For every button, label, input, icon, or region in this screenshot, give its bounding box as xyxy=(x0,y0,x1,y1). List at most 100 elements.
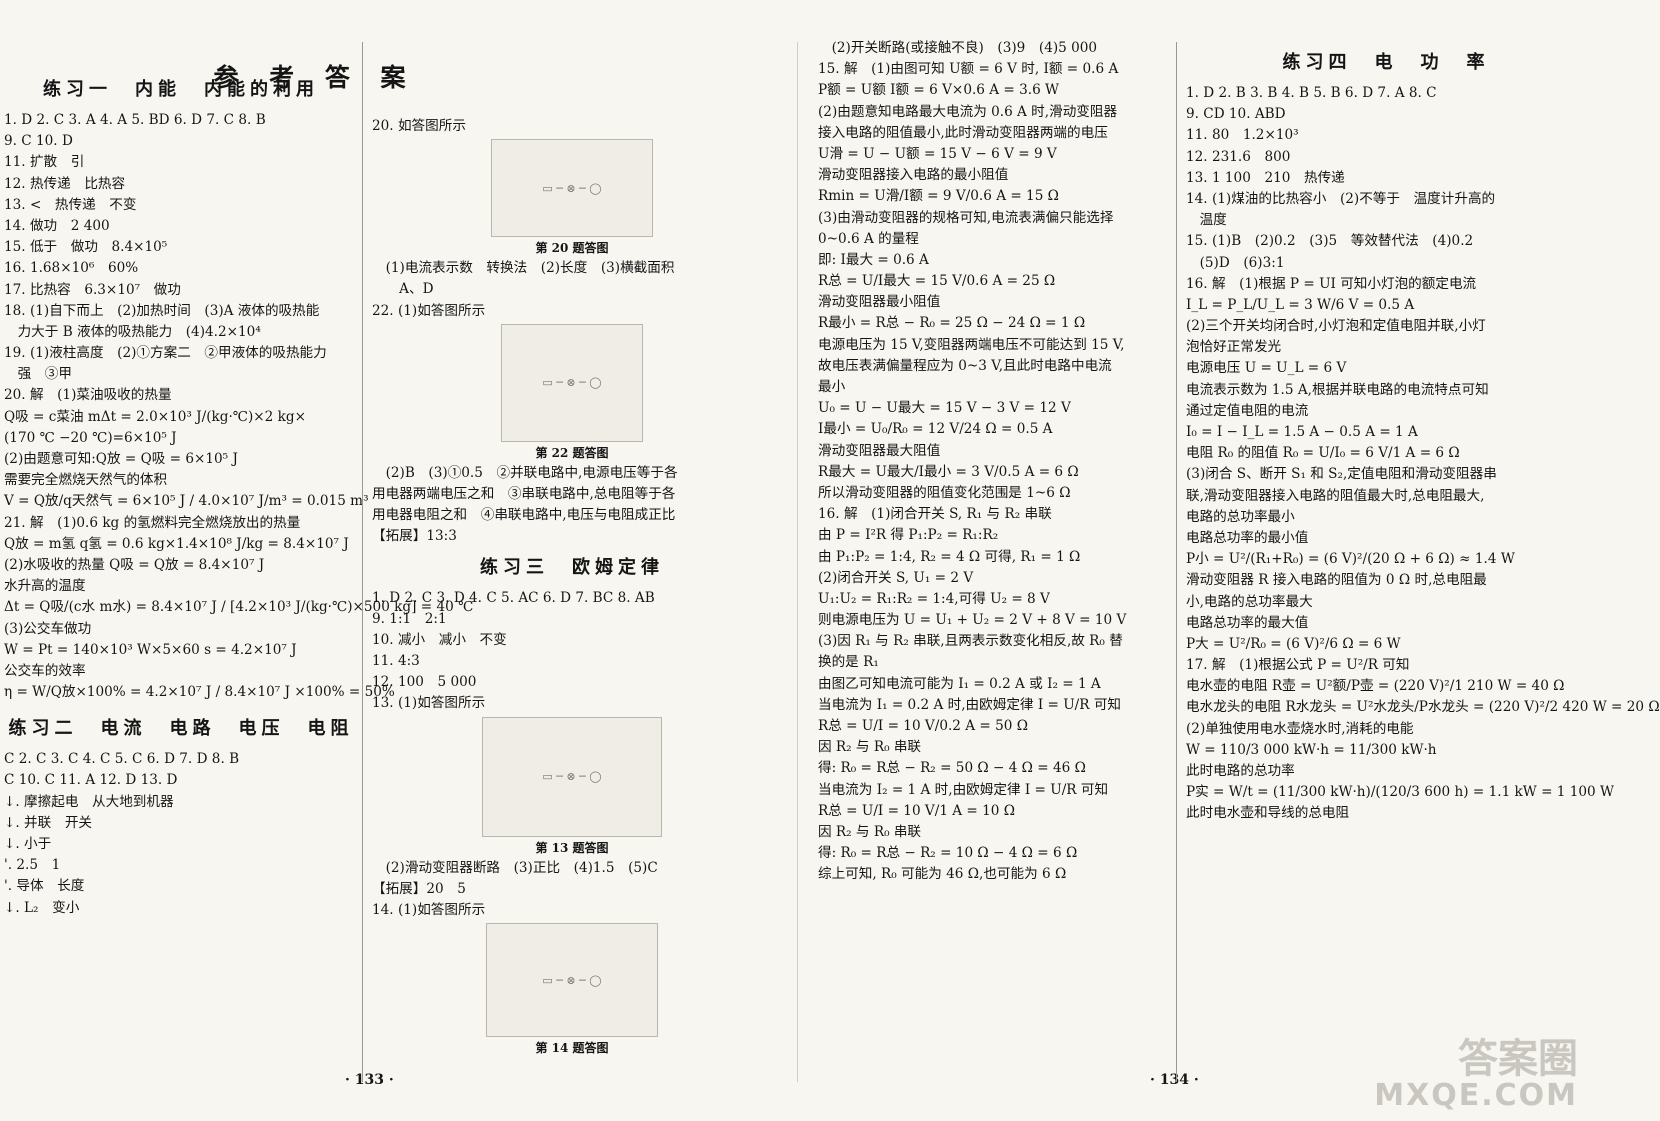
answer-line: 滑动变阻器最大阻值 xyxy=(818,442,941,459)
answer-line: 电阻 R₀ 的阻值 R₀ = U/I₀ = 6 V/1 A = 6 Ω xyxy=(1186,445,1460,462)
answer-line: (2)由题意知电路最大电流为 0.6 A 时,滑动变阻器 xyxy=(818,103,1118,120)
answer-line: 电水壶的电阻 R壶 = U²额/P壶 = (220 V)²/1 210 W = … xyxy=(1186,678,1565,695)
answer-line: (2)闭合开关 S, U₁ = 2 V xyxy=(818,569,974,586)
answer-line: 因 R₂ 与 R₀ 串联 xyxy=(818,823,922,840)
answer-line: 18. (1)自下而上 (2)加热时间 (3)A 液体的吸热能 xyxy=(4,302,320,319)
answer-line: (2)由题意可知:Q放 = Q吸 = 6×10⁵ J xyxy=(4,451,238,467)
answer-line: 14. (1)如答图所示 xyxy=(372,902,486,918)
answer-line: 12. 231.6 800 xyxy=(1186,148,1291,165)
column-divider xyxy=(1176,42,1177,1082)
figure-caption: 第 22 题答图 xyxy=(535,445,609,460)
column-1: 练习一 内能 内能的利用 1. D 2. C 3. A 4. A 5. BD 6… xyxy=(4,70,474,919)
answer-line: 15. 解 (1)由图可知 U额 = 6 V 时, I额 = 0.6 A xyxy=(818,61,1119,78)
answer-line: P额 = U额 I额 = 6 V×0.6 A = 3.6 W xyxy=(818,82,1060,99)
answer-line: (2)三个开关均闭合时,小灯泡和定值电阻并联,小灯 xyxy=(1186,318,1486,335)
answer-line: 由图乙可知电流可能为 I₁ = 0.2 A 或 I₂ = 1 A xyxy=(818,675,1101,692)
column-divider xyxy=(362,42,363,1082)
answer-line: 最小 xyxy=(818,379,846,395)
answer-line: 电源电压为 15 V,变阻器两端电压不可能达到 15 V, xyxy=(818,336,1125,353)
answer-line: 即: I最大 = 0.6 A xyxy=(818,251,929,268)
answer-line: U滑 = U − U额 = 15 V − 6 V = 9 V xyxy=(818,145,1057,162)
answer-line: 此时电路的总功率 xyxy=(1186,763,1295,779)
answer-line: 10. 减小 减小 不变 xyxy=(372,631,507,648)
answer-line: (1)电流表示数 转换法 (2)长度 (3)横截面积 xyxy=(372,260,675,277)
figure-caption: 第 13 题答图 xyxy=(535,840,609,855)
answer-line: Δt = Q吸/(c水 m水) = 8.4×10⁷ J / [4.2×10³ J… xyxy=(4,599,474,616)
figure-caption: 第 20 题答图 xyxy=(535,241,609,256)
answer-line: 13. < 热传递 不变 xyxy=(4,196,137,213)
answer-line: (170 ℃ −20 ℃)=6×10⁵ J xyxy=(4,429,177,446)
answer-line: 11. 4:3 xyxy=(372,653,420,670)
answer-line: 13. (1)如答图所示 xyxy=(372,695,486,712)
answer-line: 需要完全燃烧天然气的体积 xyxy=(4,472,168,489)
answer-line: R总 = U/I最大 = 15 V/0.6 A = 25 Ω xyxy=(818,273,1056,290)
column-2: 20. 如答图所示 ▭ ─ ⊗ ─ ◯ 第 20 题答图 (1)电流表示数 转换… xyxy=(372,116,772,1058)
answer-line: 电源电压 U = U_L = 6 V xyxy=(1186,360,1347,377)
answer-line: R总 = U/I = 10 V/1 A = 10 Ω xyxy=(818,802,1016,819)
answer-line: Rmin = U滑/I额 = 9 V/0.6 A = 15 Ω xyxy=(818,188,1059,205)
answer-line: (2)B (3)①0.5 ②并联电路中,电源电压等于各 xyxy=(372,464,678,481)
answer-line: 滑动变阻器 R 接入电路的阻值为 0 Ω 时,总电阻最 xyxy=(1186,572,1487,589)
answer-line: 1. D 2. C 3. D 4. C 5. AC 6. D 7. BC 8. … xyxy=(372,589,655,606)
answer-line: 力大于 B 液体的吸热能力 (4)4.2×10⁴ xyxy=(4,323,261,340)
answer-line: 用电器电阻之和 ④串联电路中,电压与电阻成正比 xyxy=(372,507,676,524)
answer-line: 17. 解 (1)根据公式 P = U²/R 可知 xyxy=(1186,657,1410,674)
answer-line: 电水龙头的电阻 R水龙头 = U²水龙头/P水龙头 = (220 V)²/2 4… xyxy=(1186,699,1660,716)
answer-line: 【拓展】20 5 xyxy=(372,880,466,897)
answer-line: 由 P = I²R 得 P₁:P₂ = R₁:R₂ xyxy=(818,527,999,544)
answer-line: C 10. C 11. A 12. D 13. D xyxy=(4,772,178,789)
answer-line: 泡恰好正常发光 xyxy=(1186,339,1282,356)
answer-line: C 2. C 3. C 4. C 5. C 6. D 7. D 8. B xyxy=(4,751,240,768)
answer-line: R最小 = R总 − R₀ = 25 Ω − 24 Ω = 1 Ω xyxy=(818,315,1086,332)
answer-line: '. 2.5 1 xyxy=(4,857,61,874)
figure-caption: 第 14 题答图 xyxy=(535,1041,609,1056)
answer-line: Q放 = m氢 q氢 = 0.6 kg×1.4×10⁸ J/kg = 8.4×1… xyxy=(4,535,349,552)
circuit-figure-20: ▭ ─ ⊗ ─ ◯ xyxy=(491,139,653,238)
page-gutter xyxy=(797,42,798,1082)
section-title-4: 练习四 电 功 率 xyxy=(1282,52,1490,73)
answer-line: 16. 解 (1)闭合开关 S, R₁ 与 R₂ 串联 xyxy=(818,506,1052,523)
answer-line: 13. 1 100 210 热传递 xyxy=(1186,169,1345,186)
answer-line: 水升高的温度 xyxy=(4,578,86,595)
answer-line: P大 = U²/R₀ = (6 V)²/6 Ω = 6 W xyxy=(1186,635,1401,652)
answer-line: 此时电水壶和导线的总电阻 xyxy=(1186,805,1350,822)
answer-line: 因 R₂ 与 R₀ 串联 xyxy=(818,739,922,756)
answer-line: 则电源电压为 U = U₁ + U₂ = 2 V + 8 V = 10 V xyxy=(818,612,1127,629)
answer-line: R总 = U/I = 10 V/0.2 A = 50 Ω xyxy=(818,718,1028,734)
answer-line: 0~0.6 A 的量程 xyxy=(818,230,919,247)
answer-line: 电流表示数为 1.5 A,根据并联电路的电流特点可知 xyxy=(1186,381,1489,398)
answer-line: U₀ = U − U最大 = 15 V − 3 V = 12 V xyxy=(818,400,1071,417)
answer-line: R最大 = U最大/I最小 = 3 V/0.5 A = 6 Ω xyxy=(818,463,1079,480)
answer-line: 得: R₀ = R总 − R₂ = 50 Ω − 4 Ω = 46 Ω xyxy=(818,760,1086,777)
answer-line: (2)水吸收的热量 Q吸 = Q放 = 8.4×10⁷ J xyxy=(4,556,265,573)
answer-line: I_L = P_L/U_L = 3 W/6 V = 0.5 A xyxy=(1186,296,1415,313)
answer-line: (3)因 R₁ 与 R₂ 串联,且两表示数变化相反,故 R₀ 替 xyxy=(818,633,1123,650)
answer-line: 电路的总功率最小 xyxy=(1186,508,1295,525)
answer-line: 14. (1)煤油的比热容小 (2)不等于 温度计升高的 xyxy=(1186,190,1496,207)
circuit-figure-13: ▭ ─ ⊗ ─ ◯ xyxy=(482,716,662,837)
answer-line: 接入电路的阻值最小,此时滑动变阻器两端的电压 xyxy=(818,124,1108,141)
answer-line: 滑动变阻器最小阻值 xyxy=(818,294,941,311)
answer-line: 当电流为 I₂ = 1 A 时,由欧姆定律 I = U/R 可知 xyxy=(818,781,1109,798)
answer-line: 联,滑动变阻器接入电路的阻值最大时,总电阻最大, xyxy=(1186,487,1485,504)
answer-line: 15. 低于 做功 8.4×10⁵ xyxy=(4,239,168,256)
answer-line: 12. 热传递 比热容 xyxy=(4,175,126,192)
section-title-3: 练习三 欧姆定律 xyxy=(480,556,664,578)
column-4: 练习四 电 功 率 1. D 2. B 3. B 4. B 5. B 6. D … xyxy=(1186,43,1660,825)
answer-line: W = Pt = 140×10³ W×5×60 s = 4.2×10⁷ J xyxy=(4,641,297,658)
answer-line: (5)D (6)3:1 xyxy=(1186,254,1285,271)
section-title-1: 练习一 内能 内能的利用 xyxy=(43,79,319,100)
answer-line: 12. 100 5 000 xyxy=(372,674,477,691)
answer-line: 16. 解 (1)根据 P = UI 可知小灯泡的额定电流 xyxy=(1186,275,1477,292)
answer-line: 电路总功率的最小值 xyxy=(1186,529,1309,546)
answer-line: 19. (1)液柱高度 (2)①方案二 ②甲液体的吸热能力 xyxy=(4,345,327,362)
answer-line: (3)公交车做功 xyxy=(4,620,92,637)
answer-line: (2)单独使用电水壶烧水时,消耗的电能 xyxy=(1186,720,1414,737)
answer-line: 故电压表满偏量程应为 0~3 V,且此时电路中电流 xyxy=(818,357,1112,374)
watermark-logo: 答案圈 MXQE.COM xyxy=(1374,1038,1578,1112)
answer-line: (2)滑动变阻器断路 (3)正比 (4)1.5 (5)C xyxy=(372,859,658,876)
answer-line: 通过定值电阻的电流 xyxy=(1186,402,1309,419)
